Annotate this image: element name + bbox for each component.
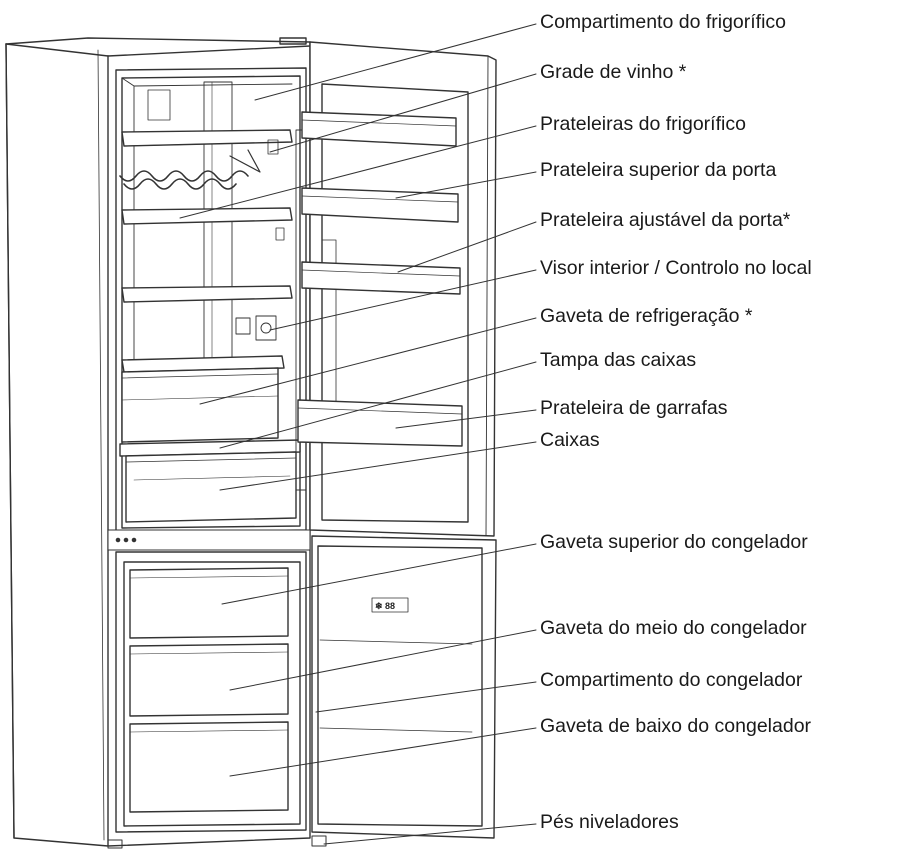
leader-wine-rack (269, 73, 537, 153)
leader-adjustable-door-shelf (397, 221, 537, 273)
chiller-drawer-shape (121, 367, 279, 443)
leader-upper-freezer-drawer (221, 543, 537, 605)
label-lower-freezer-drawer: Gaveta de baixo do congelador (540, 715, 812, 737)
interior-display-panel (235, 139, 285, 341)
leader-interior-display (269, 269, 537, 331)
leader-crisper-cover (219, 361, 537, 449)
label-bottle-shelf: Prateleira de garrafas (540, 397, 728, 419)
leader-fridge-shelves (179, 125, 537, 219)
label-fridge-shelves: Prateleiras do frigorífico (540, 113, 746, 135)
freezer-interior (115, 551, 307, 833)
label-chiller-drawer: Gaveta de refrigeração * (540, 305, 753, 327)
leader-fridge-compartment (254, 23, 537, 101)
leader-freezer-compartment (315, 681, 537, 713)
label-crisper-cover: Tampa das caixas (540, 349, 697, 371)
label-leveling-feet: Pés niveladores (540, 811, 679, 833)
label-fridge-compartment: Compartimento do frigorífico (540, 11, 787, 33)
leader-crisper-boxes (219, 441, 537, 491)
fridge-door (295, 41, 497, 537)
leader-leveling-feet (323, 823, 537, 845)
leader-lines (179, 23, 537, 845)
leveling-feet-shape (107, 835, 327, 849)
leader-bottle-shelf (395, 409, 537, 429)
leader-chiller-drawer (199, 317, 537, 405)
label-middle-freezer-drawer: Gaveta do meio do congelador (540, 617, 807, 639)
divider-band (107, 529, 311, 551)
label-adjustable-door-shelf: Prateleira ajustável da porta* (540, 209, 791, 231)
fridge-shelves-group (121, 129, 293, 373)
leader-upper-door-shelf (395, 171, 537, 199)
label-interior-display: Visor interior / Controlo no local (540, 257, 812, 279)
leader-middle-freezer-drawer (229, 629, 537, 691)
label-upper-door-shelf: Prateleira superior da porta (540, 159, 777, 181)
label-wine-rack: Grade de vinho * (540, 61, 687, 83)
crisper-shape (119, 439, 301, 523)
label-crisper-boxes: Caixas (540, 429, 600, 451)
label-freezer-compartment: Compartimento do congelador (540, 669, 803, 691)
label-upper-freezer-drawer: Gaveta superior do congelador (540, 531, 808, 553)
wine-rack-shape (119, 149, 261, 190)
freezer-door (311, 535, 497, 839)
leader-lower-freezer-drawer (229, 727, 537, 777)
